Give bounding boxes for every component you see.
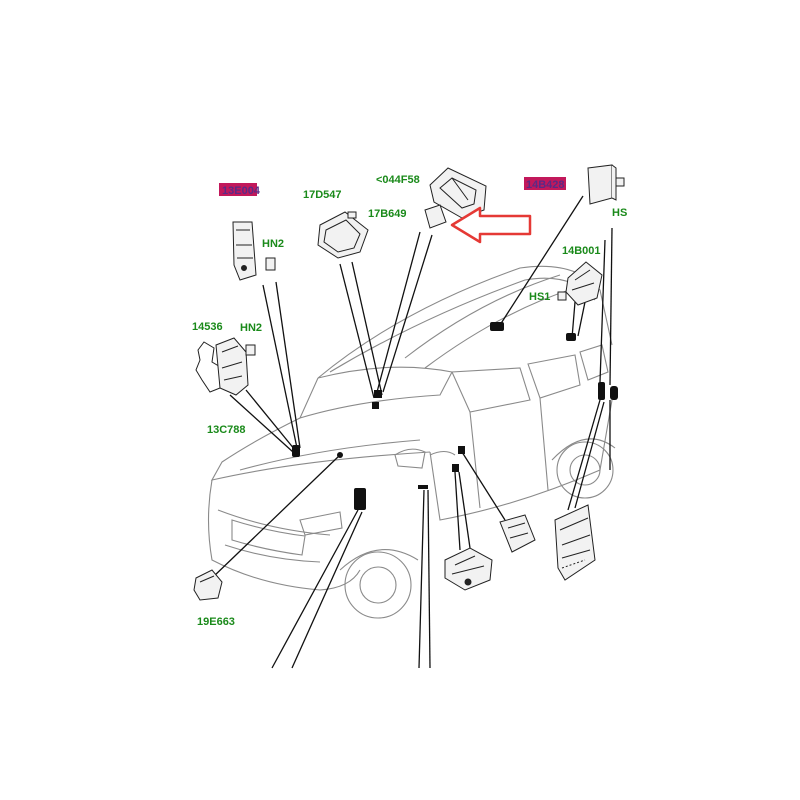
label-17d547: 17D547 [303, 189, 342, 201]
hn2-connector-top [265, 257, 276, 271]
labels: 13E004 HN2 17D547 <044F58 17B649 14B428 … [192, 174, 627, 628]
part-13e004-module [232, 221, 257, 281]
hn2-connector-mid [245, 344, 256, 356]
highlight-13e004 [219, 183, 257, 196]
label-17b649: 17B649 [368, 208, 407, 220]
label-13e004: 13E004 [222, 185, 261, 197]
location-markers [292, 322, 618, 510]
leader-lines [211, 195, 613, 669]
hs1-connector [557, 291, 567, 301]
label-hn2-top: HN2 [262, 238, 284, 250]
label-hs-top: HS [612, 207, 627, 219]
part-14b428-module [587, 164, 617, 205]
part-13c788-module [215, 337, 249, 396]
bottom-center-module [444, 547, 493, 591]
highlight-14b428 [524, 177, 566, 190]
part-19e663 [193, 569, 223, 601]
red-pointer-arrow [450, 206, 532, 244]
label-044f58: <044F58 [376, 174, 420, 186]
parts [193, 164, 625, 601]
door-module [499, 514, 536, 553]
vehicle-outline [207, 265, 616, 619]
part-14b001-module [565, 261, 603, 306]
label-14536: 14536 [192, 321, 223, 333]
right-large-module [554, 504, 596, 581]
label-hs1: HS1 [529, 291, 550, 303]
part-17d547-sensor [317, 211, 369, 259]
label-14b428: 14B428 [526, 179, 565, 191]
label-13c788: 13C788 [207, 424, 246, 436]
label-14b001: 14B001 [562, 245, 601, 257]
label-hn2-mid: HN2 [240, 322, 262, 334]
part-17b649-module [424, 204, 447, 229]
part-044f58-bracket [429, 167, 487, 219]
label-19e663: 19E663 [197, 616, 235, 628]
hs-connector-top [615, 177, 625, 187]
